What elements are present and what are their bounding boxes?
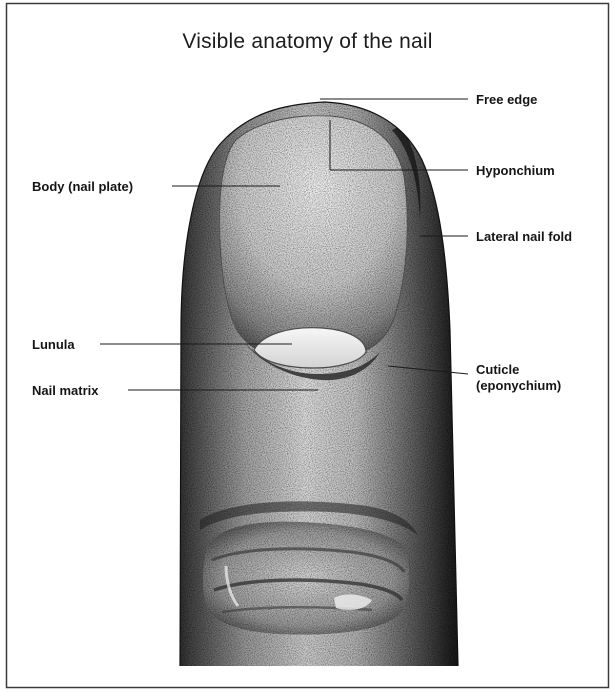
nail-plate xyxy=(220,116,408,363)
label-free-edge: Free edge xyxy=(476,92,537,107)
label-hyponchium: Hyponchium xyxy=(476,163,555,178)
label-body-nail-plate: Body (nail plate) xyxy=(32,179,133,194)
label-lateral-nail-fold: Lateral nail fold xyxy=(476,229,572,244)
label-nail-matrix: Nail matrix xyxy=(32,383,98,398)
finger-illustration xyxy=(170,95,470,675)
diagram-title: Visible anatomy of the nail xyxy=(0,30,615,54)
knuckle-wrinkles xyxy=(203,522,409,635)
label-eponychium: (eponychium) xyxy=(476,378,561,393)
label-lunula: Lunula xyxy=(32,337,75,352)
label-cuticle: Cuticle xyxy=(476,362,519,377)
